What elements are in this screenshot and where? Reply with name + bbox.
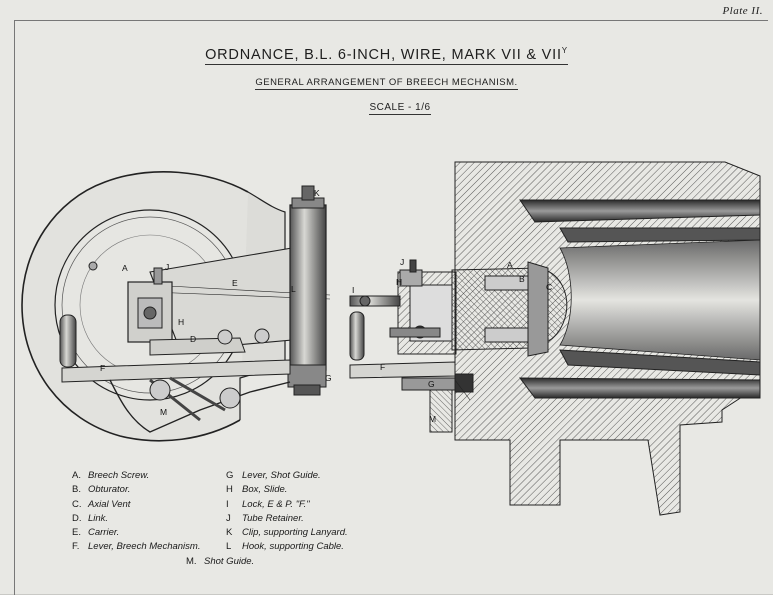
label-h-right: H — [396, 277, 402, 287]
title-marks: VII & VII — [501, 46, 562, 63]
drawing-scale: SCALE - 1/6 — [0, 102, 773, 115]
legend-item: A.Breech Screw. — [72, 470, 150, 481]
label-m-left: M — [160, 407, 167, 417]
label-f-right: F — [380, 362, 385, 372]
title-superscript: Y — [561, 46, 568, 55]
subtitle-text: GENERAL ARRANGEMENT OF BREECH MECHANISM. — [255, 77, 518, 90]
label-d-left: D — [190, 334, 196, 344]
legend-item: M.Shot Guide. — [186, 556, 255, 567]
legend-column-1: A.Breech Screw. B.Obturator. C.Axial Ven… — [72, 469, 200, 555]
label-k-left: K — [314, 188, 320, 198]
label-c-right: C — [546, 282, 552, 292]
label-b-right: B — [519, 274, 525, 284]
label-e-left: E — [232, 278, 238, 288]
lever-breech-mechanism-right — [349, 361, 456, 379]
label-m-right: M — [429, 414, 436, 424]
label-l-left: L — [291, 284, 296, 294]
scale-text: SCALE - 1/6 — [369, 102, 431, 115]
label-j-right: J — [400, 257, 404, 267]
shot-guide-left — [109, 379, 291, 433]
legend-item: C.Axial Vent — [72, 498, 131, 510]
title-main: ORDNANCE, B.L. 6-INCH, WIRE, MARK — [205, 46, 497, 63]
label-g-right: G — [428, 379, 435, 389]
gun-section-view — [349, 161, 761, 516]
label-a-left: A — [122, 263, 128, 273]
lever-breech-mechanism-left — [61, 359, 291, 383]
drawing-subtitle: GENERAL ARRANGEMENT OF BREECH MECHANISM. — [0, 77, 773, 90]
left-labels: K J A E L H D F G M — [100, 188, 332, 417]
hinge-column — [289, 204, 327, 371]
plate-border — [14, 20, 768, 595]
legend-item: B.Obturator. — [72, 484, 131, 496]
right-labels: J H A B C I F G M — [352, 257, 552, 424]
drawing-title: ORDNANCE, B.L. 6-INCH, WIRE, MARK VII & … — [0, 46, 773, 65]
carrier-view — [21, 171, 331, 442]
gun-chamber — [559, 239, 761, 361]
label-i-right: I — [352, 285, 354, 295]
legend-item: E.Carrier. — [72, 527, 120, 539]
tube-retainer-left — [153, 267, 163, 285]
legend-item: F.Lever, Breech Mechanism. — [72, 541, 201, 553]
plate-number: Plate II. — [722, 5, 763, 17]
obturator — [527, 261, 549, 357]
legend-item: D.Link. — [72, 512, 109, 524]
lock-ep — [349, 295, 401, 307]
label-g-left: G — [325, 373, 332, 383]
label-f-left: F — [100, 363, 105, 373]
lever-handle-right — [349, 311, 365, 361]
label-a-right: A — [507, 260, 513, 270]
label-j-left: J — [165, 262, 169, 272]
legend-last-item: M.Shot Guide. — [186, 555, 254, 569]
label-h-left: H — [178, 317, 184, 327]
lever-handle-left — [59, 314, 77, 368]
